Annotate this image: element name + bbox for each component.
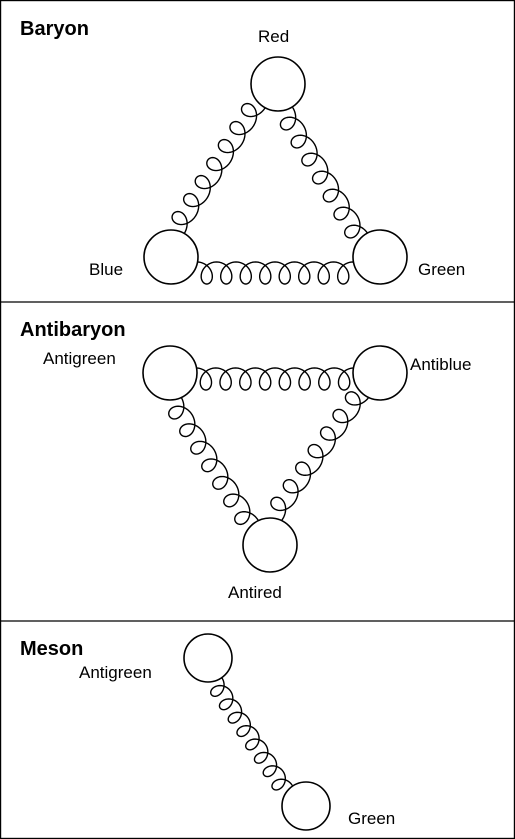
baryon-green-label: Green <box>418 260 465 279</box>
baryon-panel: Baryon Red Blue Green <box>20 18 465 285</box>
meson-antigreen-label: Antigreen <box>79 663 152 682</box>
baryon-green-quark <box>352 229 408 285</box>
baryon-blue-label: Blue <box>89 260 123 279</box>
spring-antigreen-antiblue <box>195 367 355 391</box>
spring-red-green <box>279 107 369 239</box>
meson-title: Meson <box>20 638 83 660</box>
antibaryon-panel: Antibaryon Antigreen Antiblue Antired <box>20 319 471 602</box>
antibaryon-antiblue-label: Antiblue <box>410 355 471 374</box>
antibaryon-antired-quark <box>242 517 298 573</box>
antibaryon-antiblue-quark <box>352 345 408 401</box>
spring-antiblue-antired <box>270 391 370 521</box>
antibaryon-gluon-springs <box>168 367 370 526</box>
spring-red-blue <box>171 102 266 235</box>
baryon-blue-quark <box>143 229 199 285</box>
baryon-gluon-springs <box>171 102 369 285</box>
meson-green-quark <box>281 781 331 831</box>
spring-antigreen-green <box>210 677 293 791</box>
antibaryon-antired-label: Antired <box>228 583 282 602</box>
antibaryon-antigreen-label: Antigreen <box>43 349 116 368</box>
meson-gluon-springs <box>210 677 293 791</box>
antibaryon-title: Antibaryon <box>20 319 126 341</box>
spring-antigreen-antired <box>168 396 259 526</box>
spring-blue-green <box>196 261 354 285</box>
meson-green-label: Green <box>348 809 395 828</box>
meson-antigreen-quark <box>183 633 233 683</box>
baryon-red-quark <box>250 56 306 112</box>
meson-panel: Meson Antigreen Green <box>20 633 395 831</box>
antibaryon-antigreen-quark <box>142 345 198 401</box>
baryon-red-label: Red <box>258 27 289 46</box>
baryon-title: Baryon <box>20 18 89 40</box>
